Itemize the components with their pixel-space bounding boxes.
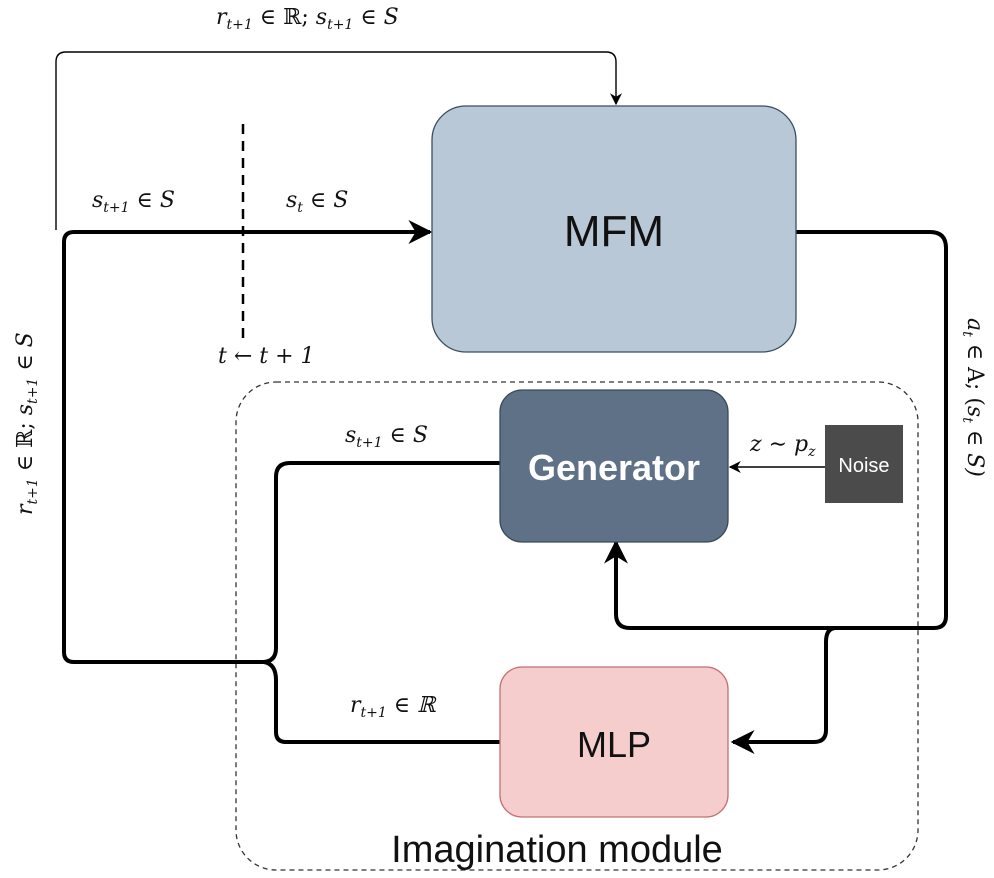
mfm-node: MFM (431, 105, 797, 353)
noise-node: Noise (825, 425, 903, 503)
generator-output-edge (261, 461, 500, 664)
label-mlp-reward: rt+1 ∈ ℝ (350, 693, 437, 721)
imagination-module-label: Imagination module (391, 829, 723, 871)
mlp-box (499, 666, 729, 818)
label-noise-sample: z ∼ pz (749, 432, 816, 460)
mfm-box (431, 105, 797, 353)
label-time-step: t ← t + 1 (218, 344, 315, 369)
generator-node: Generator (499, 389, 729, 543)
label-top-reward-state: rt+1 ∈ ℝ; st+1 ∈ S (216, 5, 399, 33)
label-left-reward-state: rt+1 ∈ ℝ; st+1 ∈ S (13, 332, 41, 515)
generator-box (499, 389, 729, 543)
mlp-node: MLP (499, 666, 729, 818)
label-state-next: st+1 ∈ S (92, 188, 175, 216)
state-loop-edge (62, 220, 433, 664)
top-feedback-edge (55, 51, 622, 230)
mlp-label: MLP (577, 724, 651, 765)
action-edge-mlp (730, 626, 837, 754)
mlp-output-edge (263, 660, 500, 744)
noise-label: Noise (838, 455, 889, 477)
label-state-now: st ∈ S (286, 188, 348, 216)
label-generator-state: st+1 ∈ S (345, 423, 428, 451)
generator-label: Generator (528, 447, 700, 488)
label-action: at ∈ A; (st ∈ S) (959, 318, 987, 477)
action-edge-generator (604, 230, 948, 630)
mfm-label: MFM (564, 207, 664, 256)
noise-box (825, 425, 903, 503)
